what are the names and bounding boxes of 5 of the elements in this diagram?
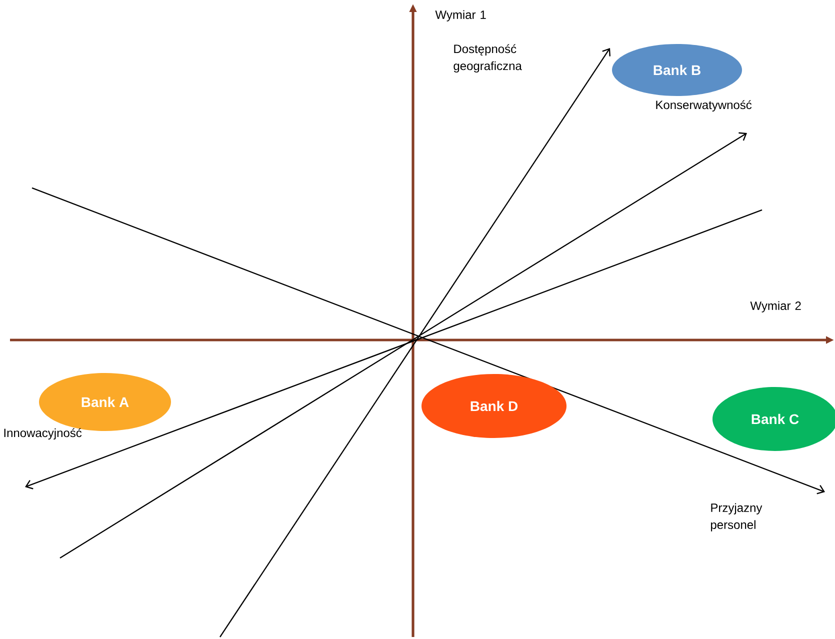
axis-label: Wymiar 2	[750, 301, 801, 312]
attribute-label: Innowacyjność	[4, 428, 82, 440]
axis-label: Wymiar 1	[435, 10, 486, 22]
attribute-label: Przyjazny personel	[710, 503, 762, 532]
attribute-label: Dostępność geograficzna	[454, 44, 522, 73]
